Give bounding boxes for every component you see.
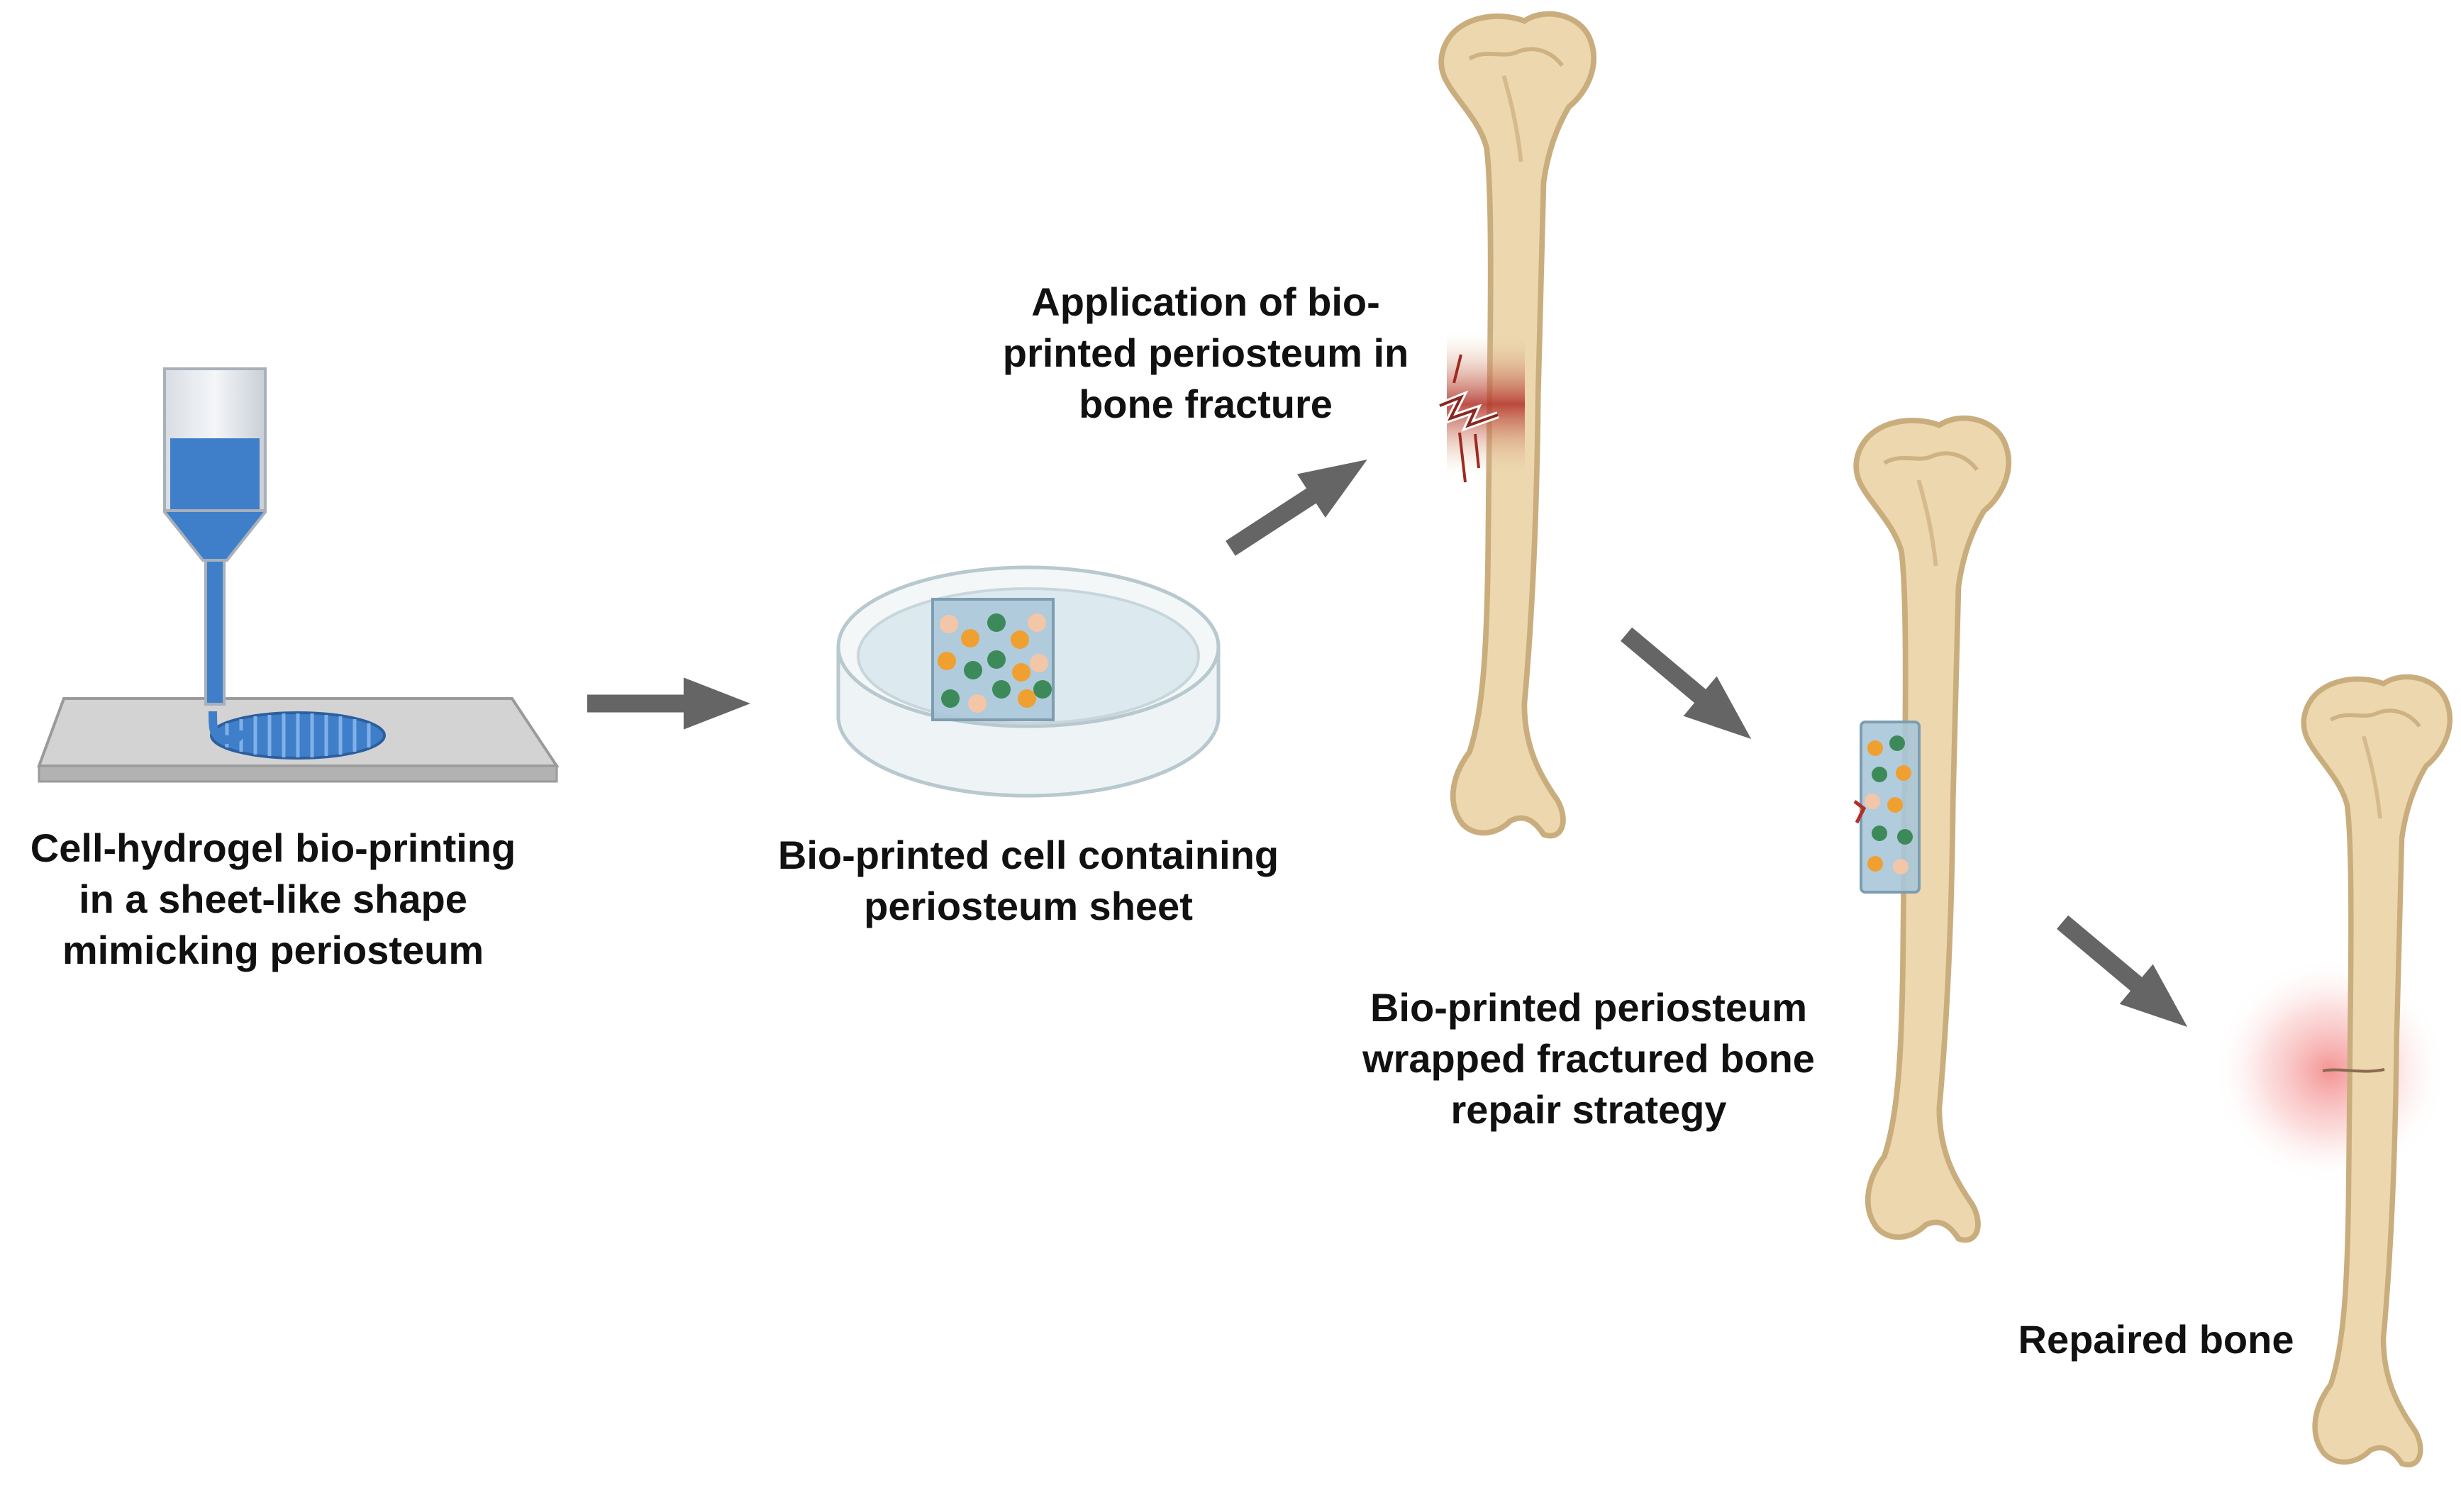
caption-application: Application of bio- printed periosteum i…	[1002, 279, 1409, 426]
syringe-ink	[170, 438, 260, 511]
petri-dish-icon	[836, 565, 1221, 798]
repaired-bone-icon	[2213, 677, 2450, 1464]
arrow-icon	[587, 677, 750, 730]
wrap-cells	[1865, 735, 1913, 874]
syringe-cone	[163, 509, 267, 562]
caption-wrapped: Bio-printed periosteum wrapped fractured…	[1362, 985, 1815, 1132]
wrapped-bone-icon	[1855, 418, 2009, 1240]
syringe-needle	[204, 559, 226, 706]
healed-fracture-line	[2322, 1068, 2385, 1073]
bioprinter-nozzle-icon	[37, 367, 560, 783]
caption-repaired: Repaired bone	[2018, 1317, 2294, 1362]
print-plate-edge	[38, 765, 558, 783]
arrow-icon	[2045, 902, 2204, 1047]
caption-sheet: Bio-printed cell containing periosteum s…	[777, 833, 1279, 928]
sheet-cells	[938, 613, 1052, 713]
fractured-bone-icon	[1438, 14, 1594, 836]
arrow-icon	[1216, 438, 1382, 570]
arrow-icon	[1609, 614, 1768, 760]
caption-bioprinting: Cell-hydrogel bio-printing in a sheet-li…	[30, 826, 516, 972]
extruded-filament	[209, 711, 245, 745]
